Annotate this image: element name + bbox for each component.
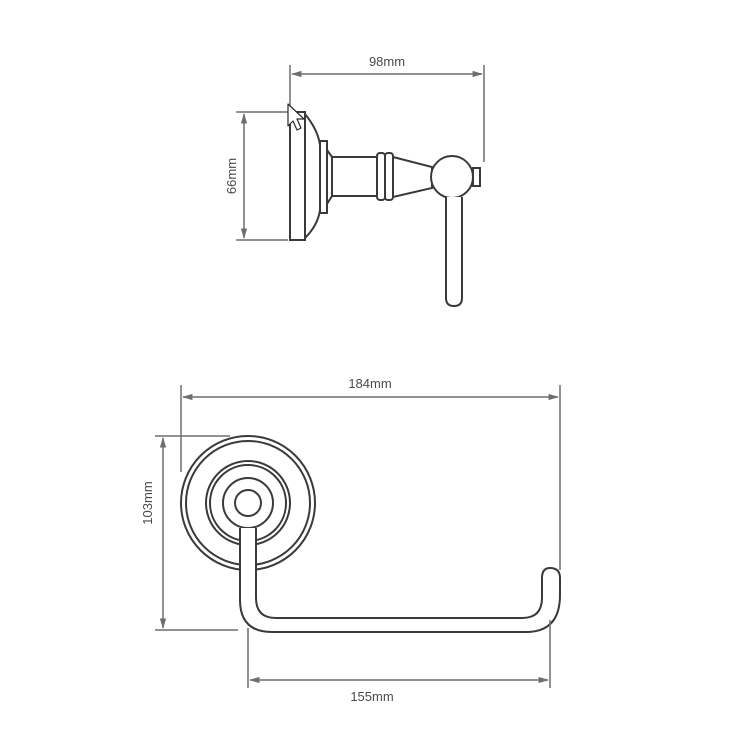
front-width-label: 184mm (348, 376, 391, 391)
end-cap (472, 167, 481, 187)
side-view-dimensions (236, 65, 485, 241)
vertical-arm (445, 197, 463, 308)
stem (331, 156, 378, 197)
front-view (180, 435, 561, 633)
side-view (289, 111, 481, 308)
mouse-pointer-icon (287, 103, 305, 131)
side-height-label: 66mm (224, 158, 239, 194)
roll-arm (239, 528, 561, 633)
wall-plate (289, 111, 306, 241)
arm-length-label: 155mm (350, 689, 393, 704)
front-view-dimensions (155, 385, 561, 688)
rosette-hub-inner (234, 489, 262, 517)
rosette-dome (304, 113, 321, 239)
rosette-step (319, 140, 328, 214)
taper (392, 155, 433, 199)
side-width-label: 98mm (369, 54, 405, 69)
rosette-hub-outer (222, 477, 274, 529)
front-height-label: 103mm (140, 481, 155, 524)
collar-ring-2 (384, 152, 394, 201)
collar-ring-1 (376, 152, 386, 201)
ball-joint (430, 155, 474, 199)
